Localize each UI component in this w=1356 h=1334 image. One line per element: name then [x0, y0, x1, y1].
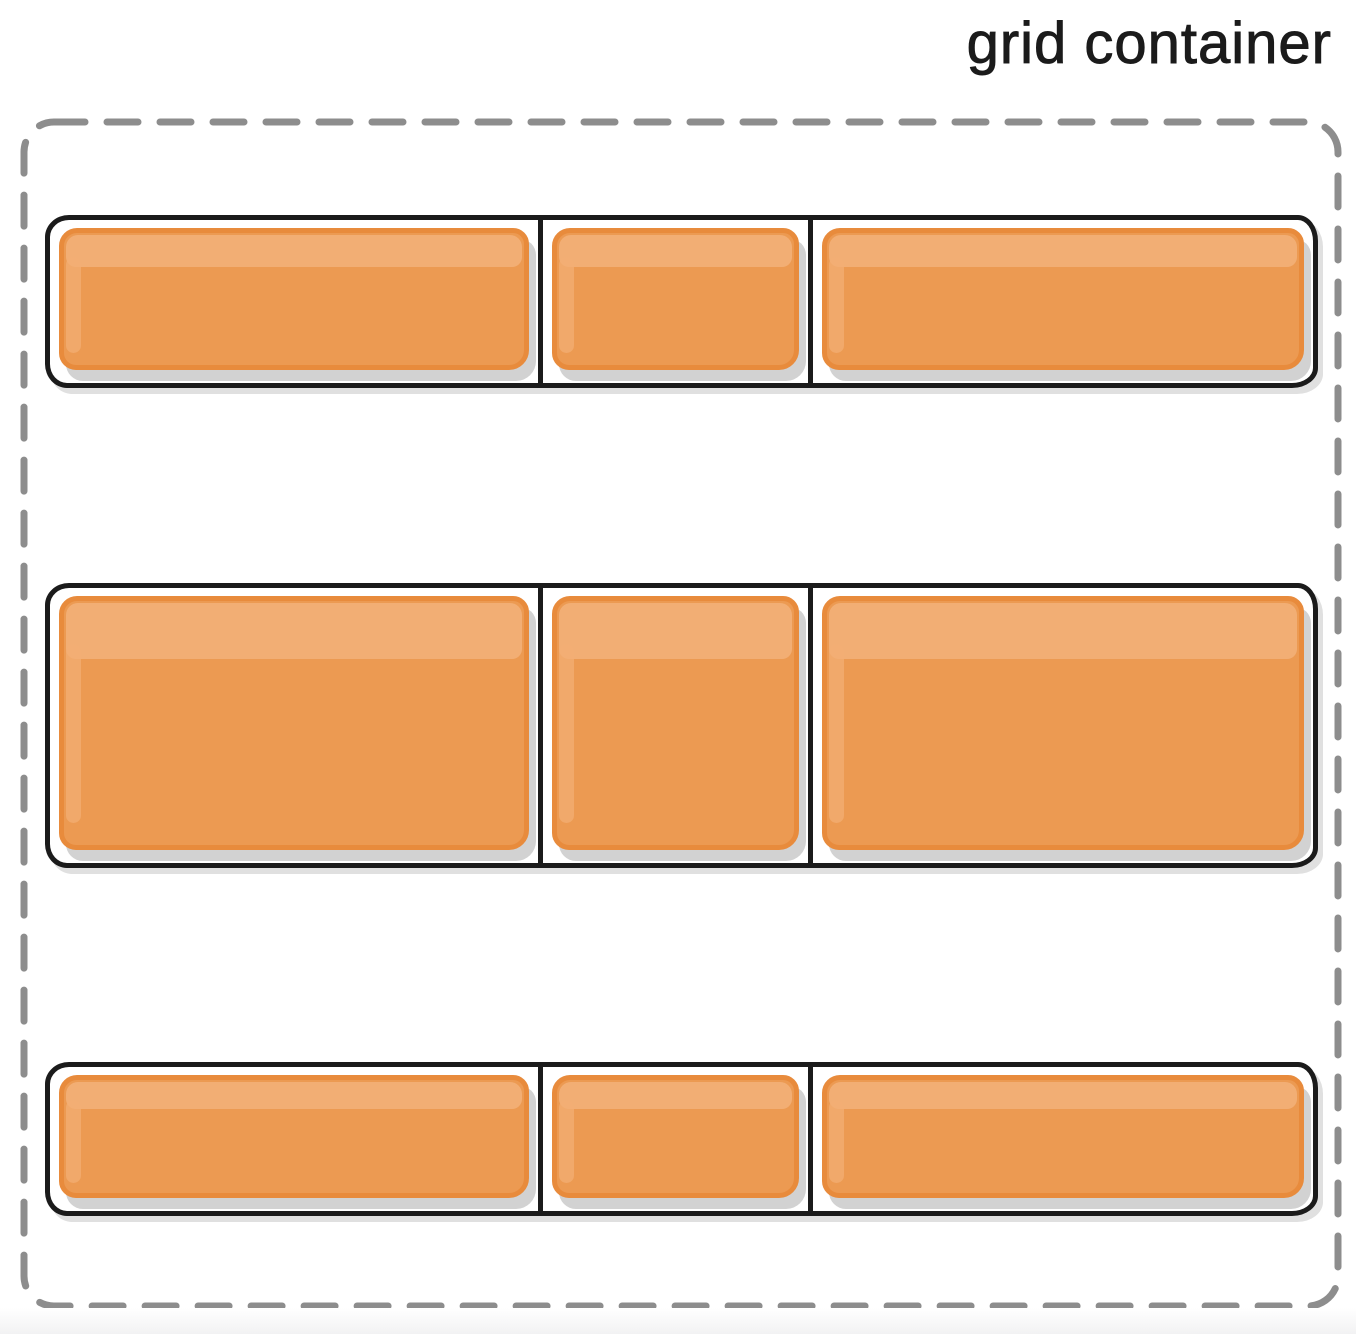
grid-item: [59, 595, 529, 850]
grid-rows: [45, 215, 1318, 1216]
grid-cell: [50, 1067, 538, 1211]
grid-row-1: [45, 215, 1318, 388]
grid-item: [821, 1075, 1304, 1198]
grid-cell: [537, 1067, 808, 1211]
grid-cell: [50, 220, 538, 383]
grid-container-dashed-border: [20, 118, 1342, 1310]
grid-item: [821, 228, 1304, 370]
grid-item: [59, 1075, 529, 1198]
page-title: grid container: [966, 11, 1332, 77]
grid-cell: [807, 587, 1313, 863]
grid-item: [551, 595, 799, 850]
grid-row-2: [45, 582, 1318, 868]
grid-cell: [807, 220, 1313, 383]
grid-cell: [537, 220, 808, 383]
grid-item: [821, 595, 1304, 850]
grid-container: [20, 118, 1342, 1310]
grid-row-3: [45, 1062, 1318, 1216]
grid-cell: [807, 1067, 1313, 1211]
grid-item: [551, 228, 799, 370]
grid-item: [551, 1075, 799, 1198]
grid-cell: [537, 587, 808, 863]
grid-cell: [50, 588, 538, 863]
grid-item: [59, 228, 529, 370]
